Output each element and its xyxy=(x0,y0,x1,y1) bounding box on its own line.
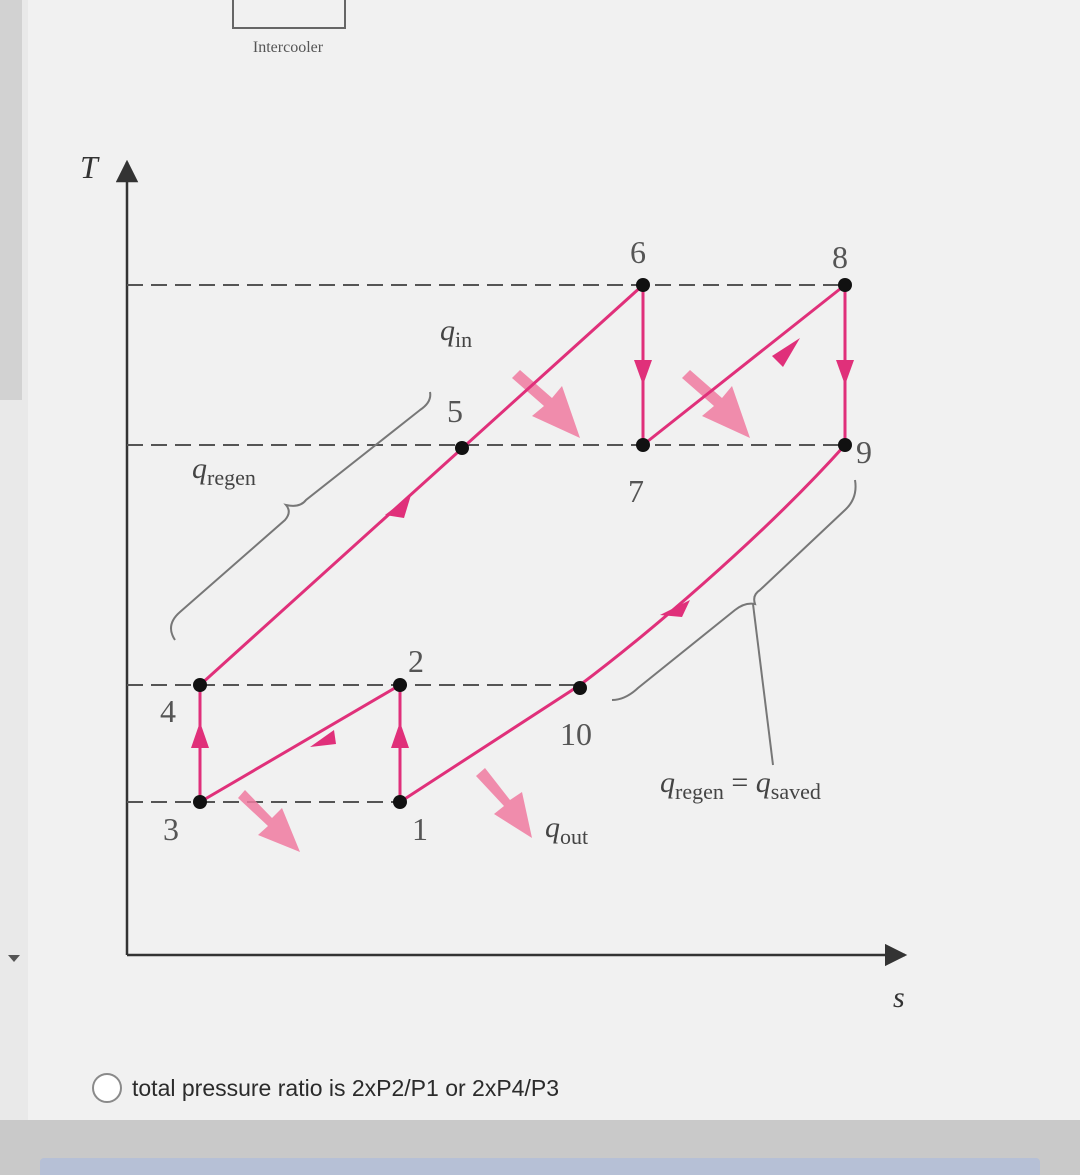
regen-braces xyxy=(170,391,857,766)
caret-down-icon[interactable] xyxy=(8,955,20,962)
q-regen-equals-q-saved-label: qregen = qsaved xyxy=(660,766,821,804)
state-label-1: 1 xyxy=(412,811,428,847)
state-label-4: 4 xyxy=(160,693,176,729)
answer-option[interactable]: total pressure ratio is 2xP2/P1 or 2xP4/… xyxy=(92,1068,559,1108)
footer-tab xyxy=(40,1158,1040,1175)
t-axis-label: T xyxy=(80,149,100,185)
direction-arrowheads xyxy=(191,338,854,748)
state-label-8: 8 xyxy=(832,239,848,275)
answer-radio-button[interactable] xyxy=(92,1073,122,1103)
state-label-2: 2 xyxy=(408,643,424,679)
state-label-10: 10 xyxy=(560,716,592,752)
state-points xyxy=(193,278,852,809)
state-label-6: 6 xyxy=(630,234,646,270)
cycle-process-lines xyxy=(198,283,847,804)
sidebar-strip xyxy=(0,0,22,400)
state-label-3: 3 xyxy=(163,811,179,847)
state-label-7: 7 xyxy=(628,473,644,509)
s-axis-label: s xyxy=(893,981,905,1014)
state-labels: 1 2 3 4 5 6 7 8 9 10 xyxy=(160,234,872,847)
state-label-5: 5 xyxy=(447,393,463,429)
state-label-9: 9 xyxy=(856,434,872,470)
dashed-isotherms xyxy=(127,284,845,803)
q-out-label: qout xyxy=(545,811,588,849)
q-regen-label: qregen xyxy=(192,452,256,490)
footer-bar xyxy=(0,1120,1080,1175)
intercooler-box: Intercooler xyxy=(232,0,346,56)
q-in-label: qin xyxy=(440,314,472,352)
ts-diagram: Intercooler T s xyxy=(80,0,908,1014)
answer-option-label: total pressure ratio is 2xP2/P1 or 2xP4/… xyxy=(132,1074,559,1101)
question-panel xyxy=(28,0,1080,1120)
intercooler-label: Intercooler xyxy=(253,39,324,56)
